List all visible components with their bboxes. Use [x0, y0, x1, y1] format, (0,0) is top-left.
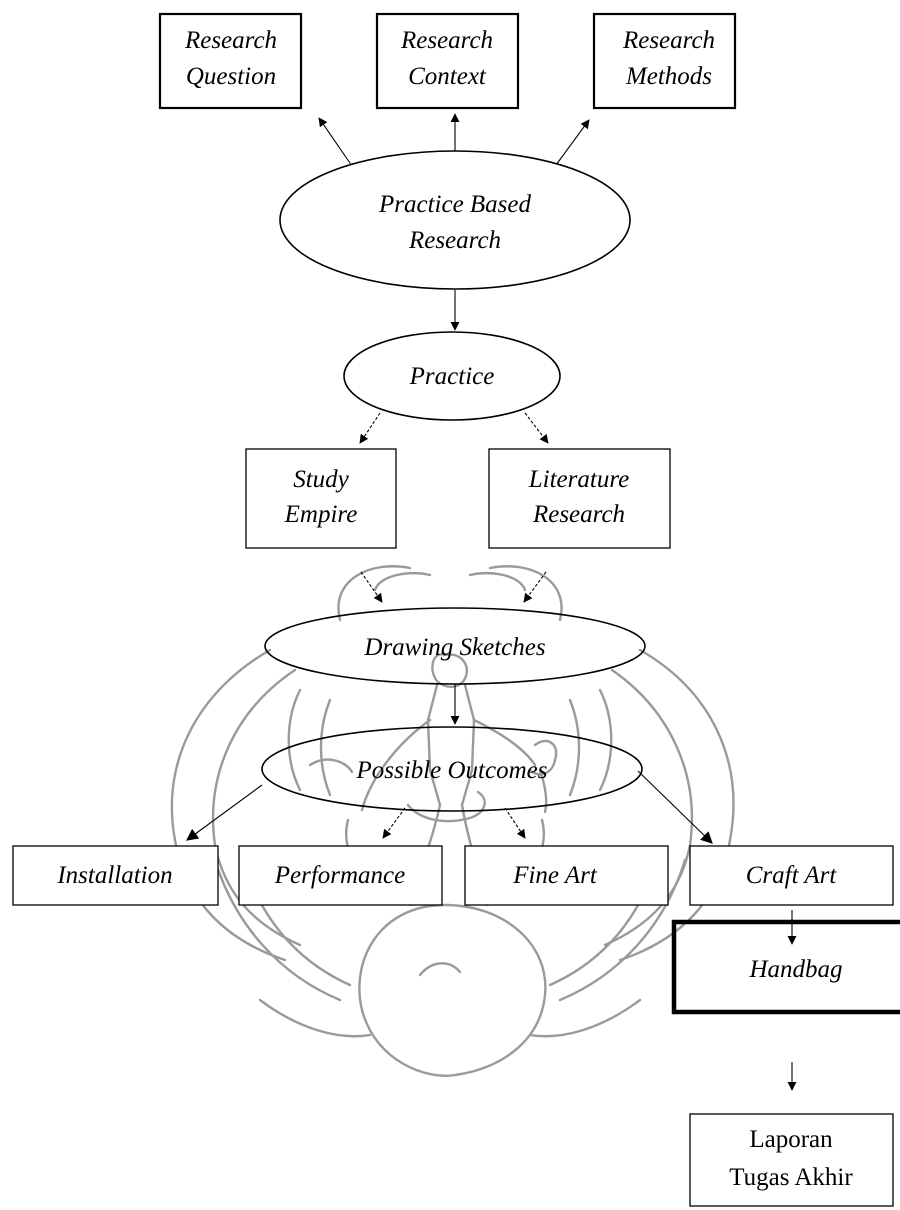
- arrow-study-to-drawing: [360, 571, 383, 603]
- laporan-label-line2: Tugas Akhir: [729, 1164, 853, 1191]
- practice-based-research-label-line1: Practice Based: [378, 191, 532, 218]
- arrow-literature-to-drawing: [523, 571, 547, 603]
- research-question-label-line1: Research: [184, 27, 277, 54]
- practice-node: Practice: [343, 331, 561, 421]
- study-empire-node: Study Empire: [245, 448, 397, 549]
- craft-art-node: Craft Art: [689, 845, 894, 906]
- research-question-node: Research Question: [158, 12, 303, 110]
- installation-node: Installation: [12, 845, 219, 906]
- practice-based-research-node: Practice Based Research: [279, 150, 631, 290]
- laporan-tugas-akhir-node: Laporan Tugas Akhir: [689, 1113, 894, 1207]
- handbag-node: Handbag: [671, 919, 900, 1015]
- arrow-to-performance: [382, 807, 406, 839]
- arrow-to-installation: [186, 784, 263, 841]
- handbag-label: Handbag: [748, 956, 842, 983]
- research-methods-node: Research Methods: [592, 12, 737, 110]
- research-methods-label-line1: Research: [622, 27, 715, 54]
- laporan-label-line1: Laporan: [749, 1126, 833, 1153]
- performance-label: Performance: [274, 862, 406, 889]
- possible-outcomes-node: Possible Outcomes: [261, 726, 643, 812]
- practice-based-research-label-line2: Research: [408, 227, 501, 254]
- literature-research-node: Literature Research: [488, 448, 671, 549]
- fine-art-node: Fine Art: [464, 845, 669, 906]
- study-empire-label-line2: Empire: [284, 501, 358, 528]
- arrow-to-research-question: [318, 117, 353, 167]
- research-question-label-line2: Question: [186, 63, 276, 90]
- arrow-to-literature-research: [524, 412, 549, 444]
- research-context-label-line1: Research: [400, 27, 493, 54]
- study-empire-label-line1: Study: [293, 466, 349, 493]
- literature-research-label-line2: Research: [532, 501, 625, 528]
- craft-art-label: Craft Art: [746, 862, 838, 889]
- arrow-to-fine-art: [504, 807, 526, 839]
- arrow-to-craft-art: [637, 770, 713, 844]
- drawing-sketches-node: Drawing Sketches: [264, 607, 646, 685]
- research-methods-label-line2: Methods: [625, 63, 712, 90]
- drawing-sketches-label: Drawing Sketches: [363, 634, 545, 661]
- research-context-node: Research Context: [375, 12, 520, 110]
- fine-art-label: Fine Art: [512, 862, 598, 889]
- arrow-to-study-empire: [359, 412, 381, 444]
- possible-outcomes-label: Possible Outcomes: [356, 757, 548, 784]
- arrow-to-research-methods: [555, 119, 590, 166]
- literature-research-label-line1: Literature: [528, 466, 629, 493]
- research-context-label-line2: Context: [408, 63, 487, 90]
- performance-node: Performance: [238, 845, 443, 906]
- installation-label: Installation: [56, 862, 172, 889]
- practice-label: Practice: [409, 363, 495, 390]
